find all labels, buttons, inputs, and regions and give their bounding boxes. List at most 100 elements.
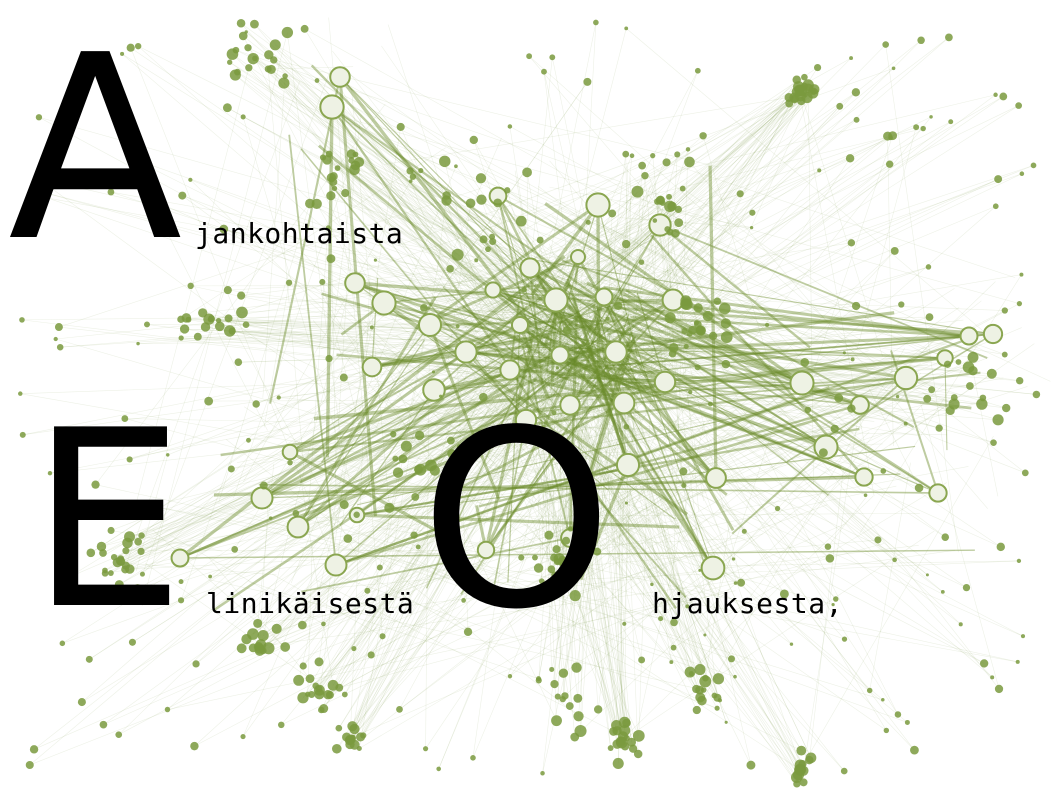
- network-node: [326, 191, 336, 201]
- network-node: [694, 67, 701, 74]
- network-node: [536, 236, 544, 244]
- network-node: [693, 320, 699, 326]
- network-edge: [632, 420, 705, 749]
- network-edge: [538, 295, 557, 721]
- network-node: [562, 536, 571, 545]
- network-node: [866, 687, 873, 694]
- network-edge: [47, 197, 634, 396]
- network-edge: [549, 186, 752, 228]
- network-node: [238, 31, 248, 41]
- network-edge: [349, 329, 505, 741]
- network-hub-node: [543, 287, 569, 313]
- network-edge: [235, 74, 609, 397]
- network-node: [809, 84, 820, 95]
- network-edge: [125, 537, 746, 570]
- network-edge: [344, 70, 702, 331]
- network-edge: [586, 224, 661, 353]
- network-node: [278, 77, 290, 89]
- network-edge: [561, 359, 592, 560]
- network-edge: [105, 476, 723, 574]
- network-edge: [525, 360, 627, 504]
- network-edge: [668, 196, 700, 511]
- network-edge: [557, 367, 664, 464]
- network-edge: [242, 116, 356, 499]
- network-node: [562, 326, 572, 335]
- network-hub-node: [319, 94, 345, 120]
- network-edge: [616, 166, 628, 726]
- network-edge: [124, 418, 287, 462]
- network-edge: [548, 298, 742, 583]
- network-hub-node: [982, 323, 1004, 345]
- network-edge: [315, 288, 955, 687]
- network-edge: [559, 353, 632, 389]
- network-edge: [343, 326, 951, 378]
- network-edge: [356, 467, 629, 516]
- network-edge: [509, 126, 939, 362]
- network-node: [785, 99, 794, 108]
- network-node: [693, 303, 703, 313]
- network-edge: [620, 170, 820, 416]
- network-edge: [851, 377, 1004, 409]
- network-node: [948, 119, 954, 125]
- network-edge: [167, 590, 736, 710]
- network-node: [392, 455, 399, 462]
- network-edge: [602, 391, 691, 572]
- network-edge: [562, 369, 803, 765]
- network-edge: [561, 259, 674, 301]
- network-node: [962, 361, 975, 374]
- network-edge: [584, 318, 608, 340]
- network-node: [692, 705, 701, 715]
- network-edge: [532, 70, 699, 385]
- network-edge: [562, 335, 594, 700]
- network-edge: [549, 399, 674, 648]
- network-edge: [433, 383, 521, 391]
- network-edge: [104, 352, 601, 571]
- network-edge: [307, 544, 313, 695]
- network-edge: [444, 161, 481, 303]
- network-node: [841, 636, 848, 642]
- network-edge: [229, 61, 603, 294]
- network-edge: [332, 50, 627, 428]
- network-node: [341, 189, 350, 198]
- network-node: [733, 581, 738, 585]
- network-edge: [246, 31, 568, 290]
- network-edge: [563, 395, 623, 741]
- network-edge: [363, 193, 741, 313]
- network-edge: [628, 329, 701, 375]
- network-node: [882, 41, 889, 48]
- network-node: [102, 567, 108, 574]
- network-node: [25, 760, 34, 770]
- network-node: [107, 188, 115, 196]
- network-edge: [237, 71, 574, 350]
- network-edge: [455, 332, 469, 632]
- network-edge: [261, 349, 533, 499]
- network-node: [818, 448, 828, 458]
- network-edge: [524, 289, 603, 359]
- network-edge: [205, 326, 614, 397]
- network-edge: [167, 281, 599, 456]
- network-hub-node: [371, 290, 397, 316]
- network-node: [285, 279, 293, 286]
- network-node: [805, 752, 817, 764]
- network-edge: [138, 337, 535, 344]
- network-node: [77, 698, 86, 707]
- network-edge: [558, 206, 932, 390]
- network-edge: [313, 356, 946, 421]
- network-edge: [538, 186, 699, 309]
- network-edge: [38, 116, 870, 351]
- network-edge: [922, 392, 1026, 474]
- network-node: [681, 482, 687, 488]
- network-edge: [464, 563, 908, 723]
- network-node: [593, 19, 599, 26]
- network-edge: [419, 364, 928, 436]
- network-node: [624, 501, 628, 505]
- network-edge: [89, 327, 591, 660]
- network-node: [565, 702, 574, 710]
- network-edge: [409, 170, 517, 305]
- network-edge: [517, 191, 638, 397]
- network-edge: [633, 362, 895, 561]
- network-node: [178, 579, 184, 585]
- network-edge: [399, 316, 612, 710]
- network-edge: [575, 504, 828, 596]
- network-hub-node: [615, 452, 641, 478]
